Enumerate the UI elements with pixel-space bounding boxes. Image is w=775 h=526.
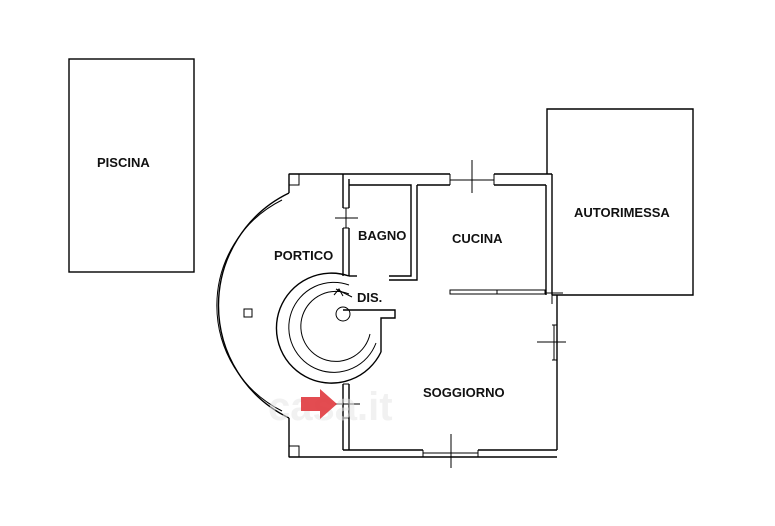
room-label-autorimessa: AUTORIMESSA <box>574 205 670 220</box>
interior-walls <box>342 174 547 450</box>
window-markers <box>335 160 566 468</box>
room-label-soggiorno: SOGGIORNO <box>423 385 505 400</box>
spiral-staircase <box>275 272 382 384</box>
room-label-cucina: CUCINA <box>452 231 503 246</box>
pool-outline <box>68 58 195 273</box>
garage-outline <box>546 108 694 296</box>
room-label-portico: PORTICO <box>274 248 333 263</box>
entrance-arrow-icon <box>301 389 337 419</box>
room-label-bagno: BAGNO <box>358 228 406 243</box>
portico-curve <box>216 192 290 419</box>
room-label-dis: DIS. <box>357 290 382 305</box>
room-label-piscina: PISCINA <box>97 155 150 170</box>
